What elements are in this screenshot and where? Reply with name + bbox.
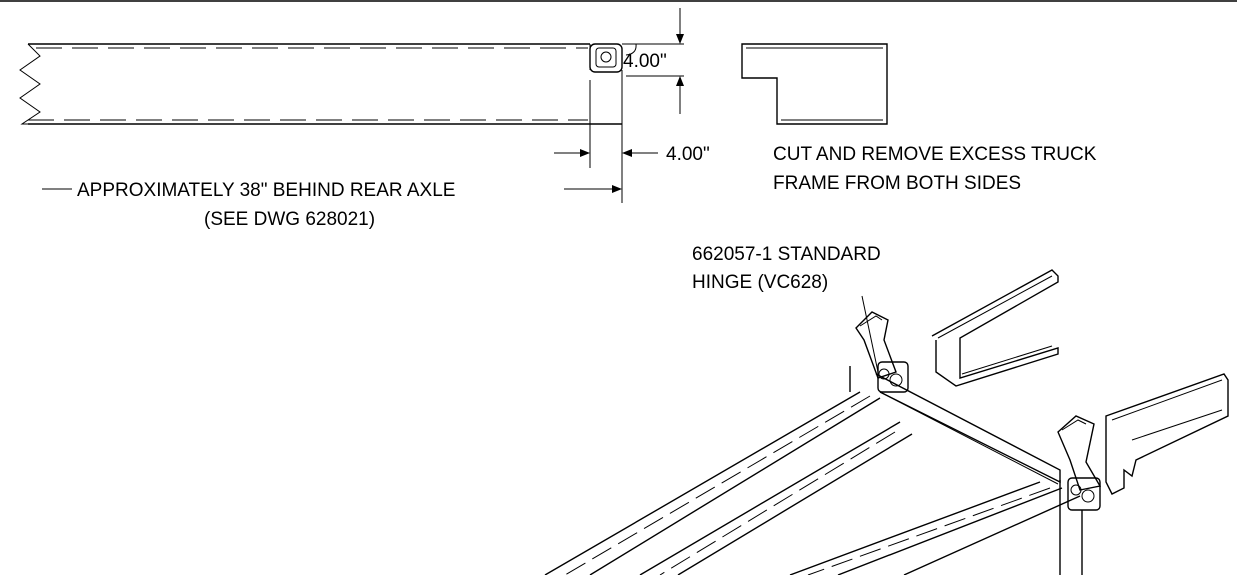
excess-frame-piece: [741, 43, 888, 125]
dimension-vertical: 4.00": [623, 8, 684, 114]
distance-callout: APPROXIMATELY 38" BEHIND REAR AXLE (SEE …: [42, 180, 622, 230]
hinge-leader: [861, 295, 879, 373]
hinge-note-line1: 662057-1 STANDARD: [692, 244, 881, 265]
break-line: [19, 43, 41, 125]
frame-rails-isometric: [544, 366, 1083, 575]
cut-note-line1: CUT AND REMOVE EXCESS TRUCK: [773, 144, 1097, 165]
hinge-isometric-left: [855, 311, 909, 393]
dim-top-label: 4.00": [623, 51, 667, 72]
removed-channel-upper: [931, 269, 1059, 387]
cut-note-line2: FRAME FROM BOTH SIDES: [773, 173, 1021, 194]
distance-reference: (SEE DWG 628021): [204, 209, 375, 230]
dim-side-label: 4.00": [666, 144, 710, 165]
distance-label: APPROXIMATELY 38" BEHIND REAR AXLE: [77, 180, 455, 201]
hinge-note-line2: HINGE (VC628): [692, 272, 828, 293]
hinge-isometric-right: [1057, 415, 1102, 511]
removed-channel-lower: [1105, 373, 1229, 495]
dimension-horizontal: 4.00": [554, 80, 710, 168]
